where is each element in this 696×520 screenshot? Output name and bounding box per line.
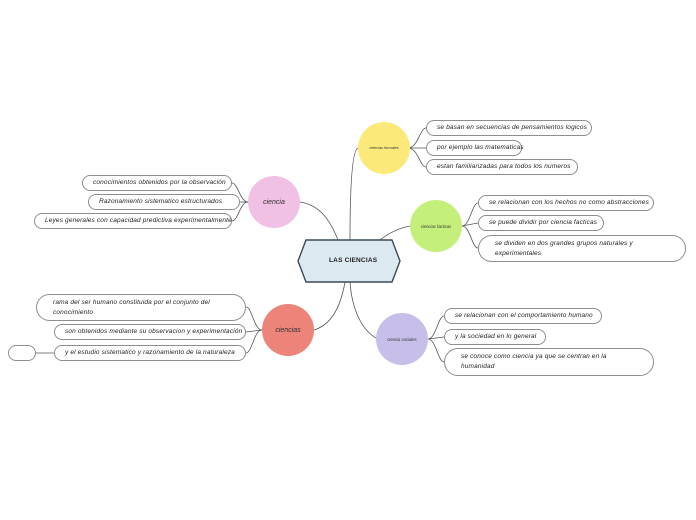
connector-ciencias-1 bbox=[245, 306, 263, 331]
node-ciencia-label: ciencia bbox=[263, 198, 285, 206]
connector-sociales-3 bbox=[427, 338, 445, 363]
connector-center-ciencias bbox=[313, 281, 346, 331]
connector-center-formales bbox=[349, 147, 359, 241]
center-node-label: LAS CIENCIAS bbox=[329, 257, 378, 264]
sociales-item[interactable]: se conoce como ciencia ya que se centran… bbox=[444, 348, 654, 376]
connector-ciencias-3 bbox=[245, 329, 263, 354]
sociales-item[interactable]: se relacionan con el comportamiento huma… bbox=[444, 308, 602, 324]
connector-center-sociales bbox=[349, 281, 377, 339]
node-ciencias[interactable]: ciencias bbox=[262, 304, 314, 356]
sociales-item[interactable]: y la sociedad en lo general bbox=[444, 329, 546, 345]
node-ciencia-sociales-label: ciencia sociales bbox=[387, 336, 417, 342]
connector-formales-1 bbox=[407, 127, 427, 149]
empty-topic[interactable] bbox=[8, 345, 36, 361]
ciencias-item[interactable]: rama del ser humano constituida por el c… bbox=[36, 294, 246, 321]
formales-item[interactable]: por ejemplo las matematicas bbox=[426, 140, 524, 156]
node-ciencias-formales[interactable]: ciencias formales bbox=[358, 122, 410, 174]
ciencias-item[interactable]: y el estudio sistematico y razonamiento … bbox=[54, 345, 246, 361]
connector-facticas-2 bbox=[461, 222, 479, 227]
ciencia-item[interactable]: Razonamiento sistematico estructurados bbox=[88, 194, 240, 210]
formales-item[interactable]: se basan en secuencias de pensamientos l… bbox=[426, 120, 592, 136]
connector-ciencias-2 bbox=[245, 329, 263, 333]
facticas-item[interactable]: se puede dividir por ciencia facticas bbox=[478, 215, 604, 231]
ciencia-item[interactable]: Leyes generales con capacidad predictiva… bbox=[34, 213, 232, 229]
node-ciencias-label: ciencias bbox=[275, 326, 301, 334]
center-node-shape[interactable] bbox=[297, 239, 401, 283]
node-ciencias-facticas-label: ciencias facticas bbox=[420, 223, 452, 229]
node-ciencia[interactable]: ciencia bbox=[248, 176, 300, 228]
connector-facticas-3 bbox=[461, 225, 479, 249]
node-ciencia-sociales[interactable]: ciencia sociales bbox=[376, 313, 428, 365]
connector-sociales-2 bbox=[427, 336, 445, 340]
ciencia-item[interactable]: conocimientos obtenidos por la observaci… bbox=[82, 175, 232, 191]
formales-item[interactable]: estan familiarizadas para todos los nume… bbox=[426, 159, 578, 175]
connector-facticas-1 bbox=[461, 202, 479, 227]
connector-sociales-1 bbox=[427, 315, 445, 340]
facticas-item[interactable]: se relacionan con los hechos no como abs… bbox=[478, 195, 654, 211]
node-ciencias-facticas[interactable]: ciencias facticas bbox=[410, 200, 462, 252]
facticas-item[interactable]: se dividen en dos grandes grupos natural… bbox=[478, 235, 686, 262]
node-ciencias-formales-label: ciencias formales bbox=[369, 146, 399, 150]
connector-center-ciencia bbox=[299, 201, 339, 241]
connector-center-facticas bbox=[379, 225, 411, 241]
ciencias-item[interactable]: son obtenidos mediante su observacion y … bbox=[54, 324, 246, 340]
connector-ciencia-3 bbox=[231, 201, 249, 222]
connector-formales-3 bbox=[407, 147, 427, 168]
connector-ciencia-1 bbox=[231, 182, 249, 203]
